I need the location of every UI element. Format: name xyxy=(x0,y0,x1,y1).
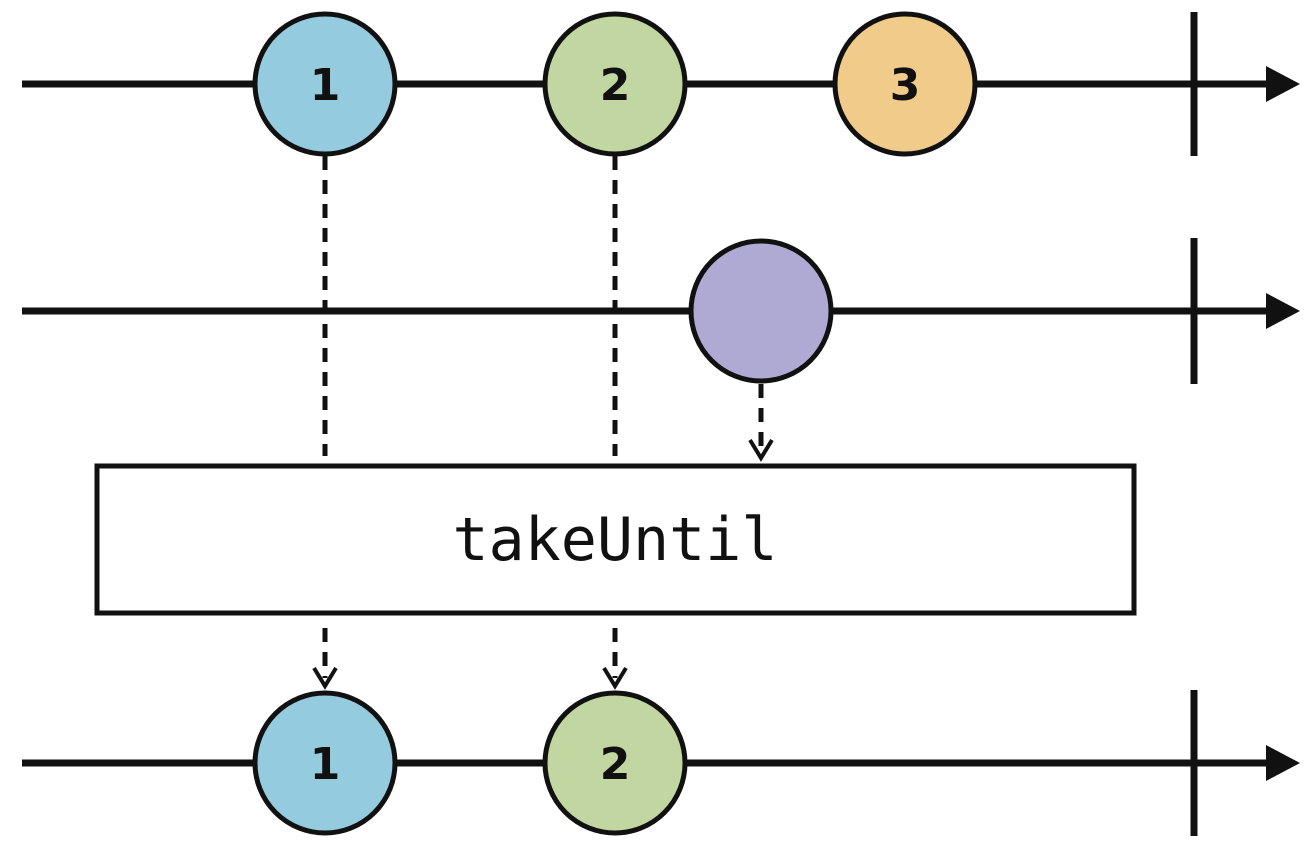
operator-box-rect xyxy=(94,463,1137,616)
result-stream: 1 2 xyxy=(22,628,1300,836)
result-marble-2: 2 xyxy=(542,690,688,836)
notifier-marble-circle xyxy=(688,238,834,384)
result-marble-2-arrowhead xyxy=(602,666,628,690)
result-marble-1: 1 xyxy=(252,690,398,836)
result-marble-1-label: 1 xyxy=(310,739,341,790)
result-marble-1-arrowhead xyxy=(312,666,338,690)
result-marble-1-circle xyxy=(252,690,398,836)
operator-label: takeUntil xyxy=(452,505,777,575)
operator-box: takeUntil xyxy=(94,463,1137,616)
source-marble-3-circle xyxy=(832,11,978,157)
source-marble-1-circle xyxy=(252,11,398,157)
source-marble-2-circle xyxy=(542,11,688,157)
notifier-marble xyxy=(688,238,834,384)
source-marble-3-label: 3 xyxy=(890,60,921,111)
result-timeline-arrowhead xyxy=(1266,745,1300,781)
notifier-timeline-arrowhead xyxy=(1266,293,1300,329)
result-marble-2-label: 2 xyxy=(600,739,631,790)
source-marble-2: 2 xyxy=(542,11,688,157)
notifier-connector-arrowhead xyxy=(748,438,774,462)
source-stream: 1 2 3 xyxy=(22,11,1300,456)
notifier-stream xyxy=(22,238,1300,462)
source-timeline-arrowhead xyxy=(1266,66,1300,102)
result-marble-2-circle xyxy=(542,690,688,836)
source-marble-2-label: 2 xyxy=(600,60,631,111)
source-marble-1-label: 1 xyxy=(310,60,341,111)
source-marble-1: 1 xyxy=(252,11,398,157)
source-marble-3: 3 xyxy=(832,11,978,157)
